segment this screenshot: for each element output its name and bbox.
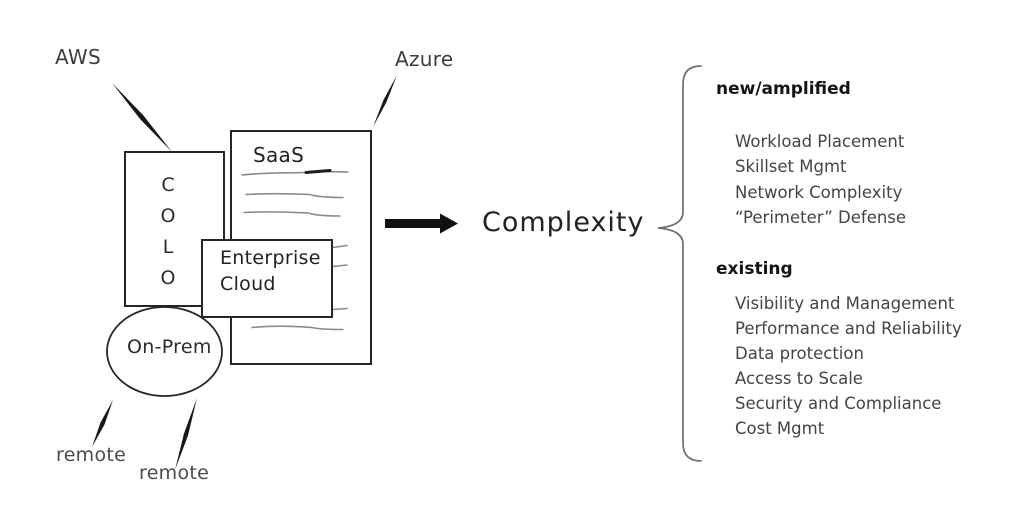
list-item: Workload Placement	[735, 132, 905, 151]
list-item: Data protection	[735, 344, 864, 364]
list-item: Cost Mgmt	[735, 419, 825, 439]
list-item: Visibility and Management	[735, 294, 955, 313]
colo-label: COLO	[157, 174, 179, 298]
new-amplified-heading: new/amplified	[716, 79, 851, 99]
curly-brace	[657, 65, 702, 462]
enterprise-cloud-box	[201, 239, 333, 318]
list-item: Skillset Mgmt	[735, 157, 847, 177]
azure-connector-line	[373, 75, 397, 127]
list-item: Performance and Reliability	[735, 319, 962, 339]
azure-label: Azure	[395, 47, 454, 71]
remote-label-1: remote	[56, 444, 127, 466]
existing-list: Visibility and Management Performance an…	[735, 291, 962, 442]
saas-label: SaaS	[253, 143, 305, 167]
list-item: “Perimeter” Defense	[735, 208, 907, 228]
saas-sketch-pen-mark	[304, 169, 332, 174]
onprem-label: On-Prem	[127, 336, 212, 358]
remote-label-2: remote	[139, 462, 210, 484]
complexity-arrow	[385, 213, 458, 234]
onprem-ellipse	[106, 306, 223, 397]
enterprise-cloud-label: Enterprise Cloud	[220, 247, 321, 295]
list-item: Access to Scale	[735, 369, 863, 389]
remote-connector-line-2	[175, 398, 197, 470]
list-item: Network Complexity	[735, 182, 903, 202]
aws-label: AWS	[55, 45, 101, 69]
list-item: Security and Compliance	[735, 394, 942, 414]
existing-heading: existing	[716, 259, 793, 279]
aws-connector-line	[112, 83, 172, 152]
new-amplified-list: Workload Placement Skillset Mgmt Network…	[735, 129, 906, 231]
remote-connector-line-1	[92, 400, 113, 447]
complexity-label: Complexity	[482, 207, 645, 238]
